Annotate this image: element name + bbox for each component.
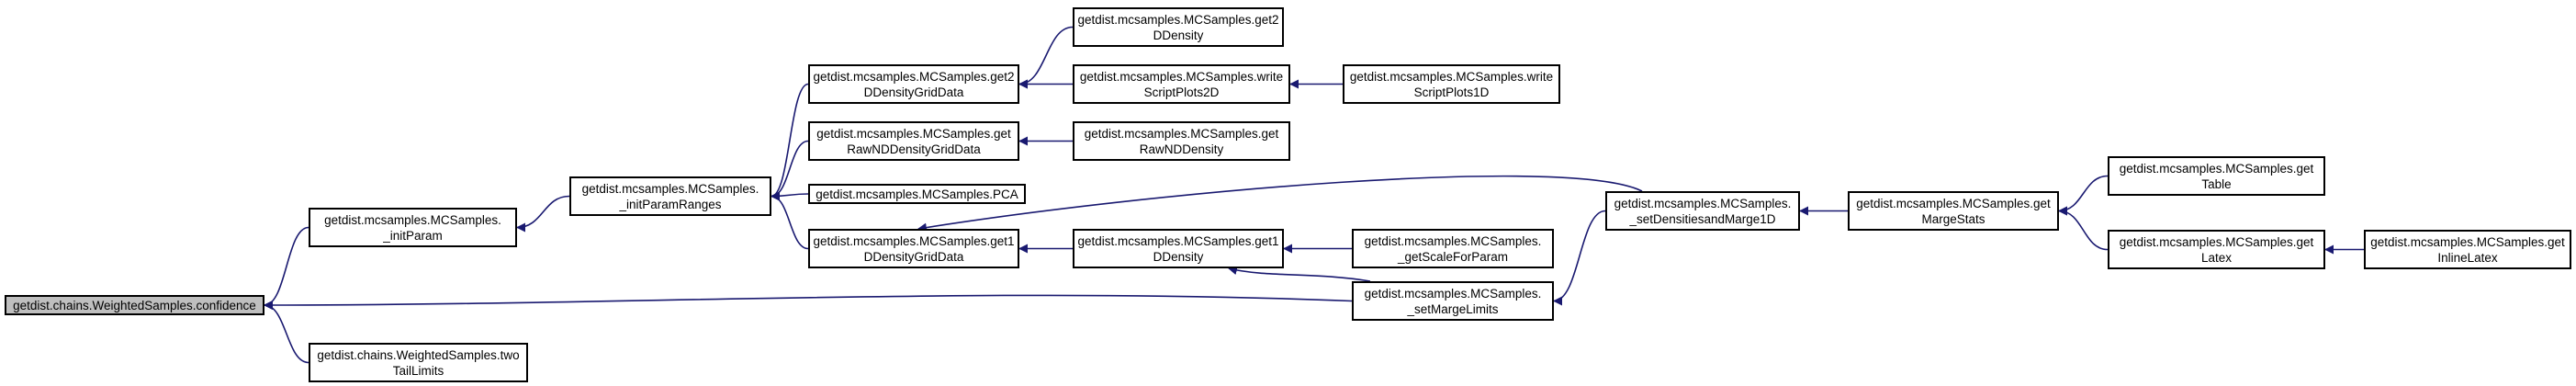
edge-get1DDensityGridData-to-initParamRanges (771, 191, 809, 250)
edge-getRawNDDensityGridData-to-initParamRanges (771, 140, 809, 201)
node-label-line: DDensity (1153, 28, 1204, 42)
node-label-line: getdist.mcsamples.MCSamples.write (1349, 69, 1554, 84)
node-confidence: getdist.chains.WeightedSamples.confidenc… (5, 295, 264, 315)
node-label-line: DDensityGridData (863, 249, 964, 264)
node-label-line: getdist.chains.WeightedSamples.two (317, 347, 520, 362)
node-label-line: DDensity (1153, 249, 1204, 264)
edge-setDensitiesandMarge1D-to-setMargeLimits (1553, 210, 1606, 306)
node-label-line: getdist.mcsamples.MCSamples.get (1084, 126, 1279, 141)
node-label-line: _setDensitiesandMarge1D (1629, 211, 1776, 226)
node-label-line: getdist.mcsamples.MCSamples.get (2119, 161, 2314, 176)
node-PCA[interactable]: getdist.mcsamples.MCSamples.PCA (808, 184, 1026, 204)
node-label-line: getdist.mcsamples.MCSamples.get (2119, 234, 2314, 249)
edge-twoTailLimits-to-confidence (264, 301, 309, 364)
node-label-line: getdist.mcsamples.MCSamples.get2 (813, 69, 1015, 84)
node-label-line: _getScaleForParam (1397, 249, 1509, 264)
edge-initParam-to-confidence (264, 226, 309, 310)
node-label-line: getdist.mcsamples.MCSamples. (581, 181, 759, 196)
node-label-line: getdist.mcsamples.MCSamples.get1 (1077, 233, 1279, 248)
edge-setDensitiesandMarge1D-to-get1DDensityGridData (917, 175, 1643, 233)
node-label-line: getdist.mcsamples.MCSamples. (1364, 233, 1542, 248)
node-label-line: _initParamRanges (619, 197, 722, 211)
node-setMargeLimits[interactable]: getdist.mcsamples.MCSamples._setMargeLim… (1352, 281, 1554, 321)
edge-get2DDensity-to-get2DDensityGridData (1018, 26, 1074, 89)
edge-setMargeLimits-to-confidence (264, 294, 1353, 310)
node-initParamRanges[interactable]: getdist.mcsamples.MCSamples._initParamRa… (569, 176, 771, 216)
node-label-line: getdist.mcsamples.MCSamples.get (1856, 196, 2051, 210)
node-label-line: DDensityGridData (863, 85, 964, 99)
node-initParam[interactable]: getdist.mcsamples.MCSamples._initParam (309, 208, 517, 247)
edge-getTable-to-getMargeStats (2058, 175, 2109, 216)
node-label-line: Table (2201, 176, 2232, 191)
node-label-line: getdist.chains.WeightedSamples.confidenc… (13, 298, 256, 312)
node-label-line: Latex (2200, 250, 2233, 265)
node-label-line: TailLimits (392, 363, 444, 378)
node-label-line: getdist.mcsamples.MCSamples.get1 (813, 233, 1015, 248)
node-setDensitiesandMarge1D[interactable]: getdist.mcsamples.MCSamples._setDensitie… (1605, 191, 1800, 231)
edge-getLatex-to-getMargeStats (2058, 206, 2109, 251)
edge-setMargeLimits-to-get1DDensity (1228, 266, 1371, 282)
node-label-line: MargeStats (1921, 211, 1985, 226)
node-label-line: InlineLatex (2437, 250, 2498, 265)
node-label-line: getdist.mcsamples.MCSamples. (1614, 196, 1792, 210)
node-label-line: getdist.mcsamples.MCSamples. (324, 212, 501, 227)
edge-initParamRanges-to-initParam (516, 195, 570, 233)
node-label-line: _initParam (383, 228, 443, 243)
node-label-line: getdist.mcsamples.MCSamples.get (2370, 234, 2565, 249)
edge-get2DDensityGridData-to-initParamRanges (771, 83, 809, 201)
node-label-line: RawNDDensityGridData (847, 142, 981, 156)
node-label-line: RawNDDensity (1139, 142, 1224, 156)
node-getScaleForParam[interactable]: getdist.mcsamples.MCSamples._getScaleFor… (1352, 229, 1554, 268)
node-label-line: getdist.mcsamples.MCSamples.write (1079, 69, 1284, 84)
node-label-line: ScriptPlots2D (1143, 85, 1220, 99)
node-label-line: getdist.mcsamples.MCSamples.get2 (1077, 12, 1279, 27)
node-label-line: getdist.mcsamples.MCSamples.get (816, 126, 1011, 141)
node-label-line: ScriptPlots1D (1413, 85, 1490, 99)
node-label-line: _setMargeLimits (1407, 301, 1499, 316)
node-label-line: getdist.mcsamples.MCSamples. (1364, 286, 1542, 301)
node-label-line: getdist.mcsamples.MCSamples.PCA (816, 187, 1018, 201)
